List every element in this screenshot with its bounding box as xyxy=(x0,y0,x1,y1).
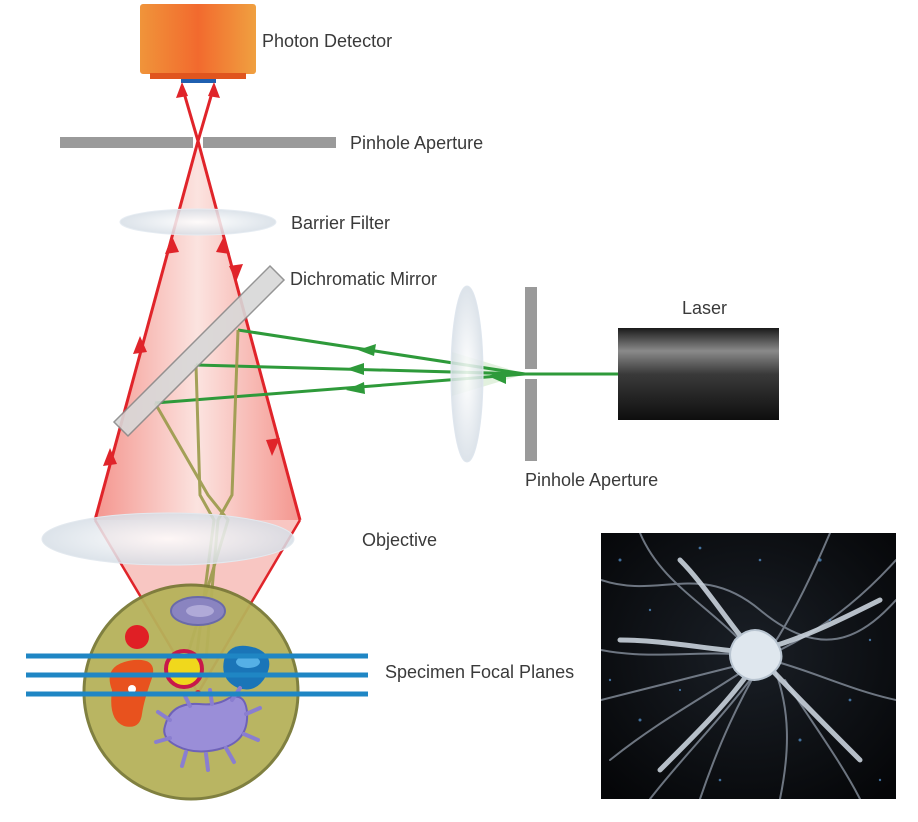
laser-source xyxy=(618,328,779,420)
label-barrier-filter: Barrier Filter xyxy=(291,213,390,233)
label-pinhole-aperture-side: Pinhole Aperture xyxy=(525,470,658,490)
photon-detector xyxy=(140,4,256,83)
label-specimen-focal-planes: Specimen Focal Planes xyxy=(385,662,574,682)
excitation-lens xyxy=(450,285,484,463)
label-pinhole-aperture-top: Pinhole Aperture xyxy=(350,133,483,153)
label-objective: Objective xyxy=(362,530,437,550)
focal-planes xyxy=(26,653,368,697)
barrier-filter xyxy=(119,208,277,236)
label-photon-detector: Photon Detector xyxy=(262,31,392,51)
pinhole-aperture-side xyxy=(525,287,537,461)
objective-lens xyxy=(41,512,295,566)
dichromatic-mirror xyxy=(112,264,286,438)
label-laser: Laser xyxy=(682,298,727,318)
neuron-micrograph-image xyxy=(601,533,896,799)
label-dichromatic-mirror: Dichromatic Mirror xyxy=(290,269,437,289)
pinhole-aperture-top xyxy=(60,137,336,148)
